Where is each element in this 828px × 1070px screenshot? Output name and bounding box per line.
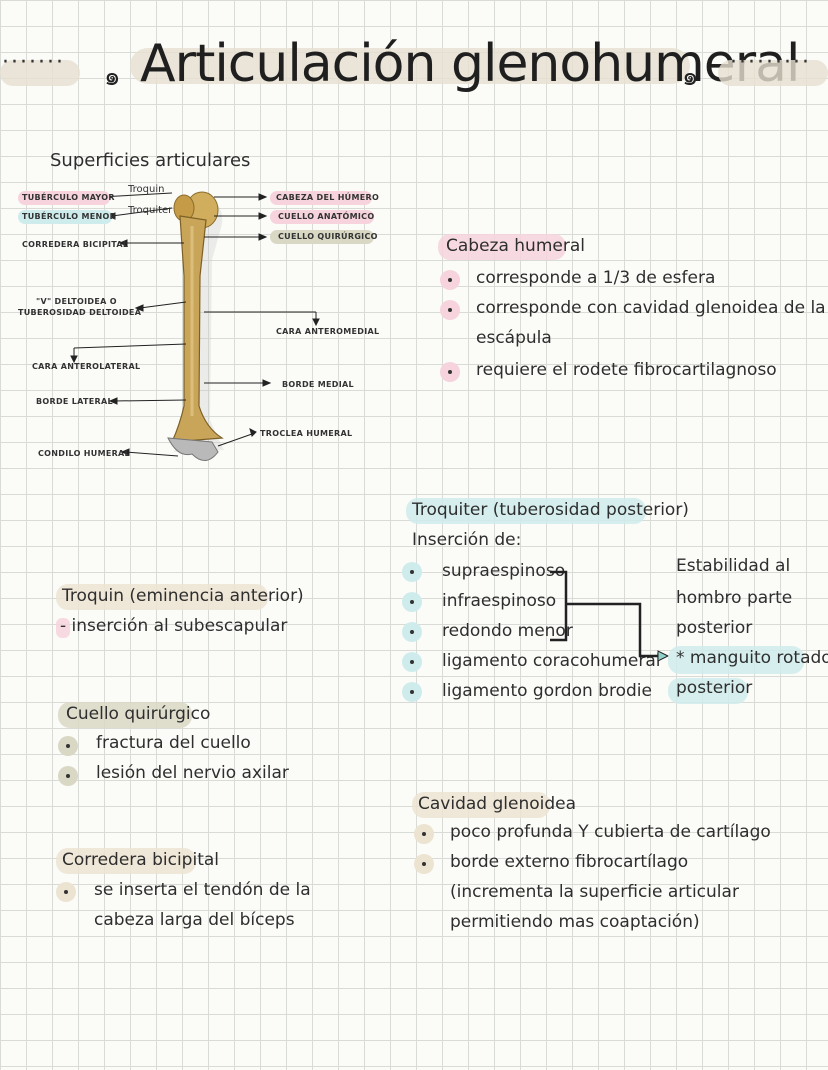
bullet bbox=[402, 682, 422, 702]
cabeza-humeral-heading: Cabeza humeral bbox=[446, 236, 585, 256]
side-note-line: posterior bbox=[676, 618, 753, 638]
dash-highlight bbox=[56, 618, 70, 638]
troquin-heading: Troquin (eminencia anterior) bbox=[62, 586, 304, 606]
corredera-heading: Corredera bicipital bbox=[62, 850, 220, 870]
label-cabeza-humero: CABEZA DEL HÚMERO bbox=[276, 193, 380, 202]
troquiter-subheading: Inserción de: bbox=[412, 530, 522, 550]
heading-highlight bbox=[438, 234, 566, 260]
side-note-line: posterior bbox=[676, 678, 753, 698]
label-borde-lateral: BORDE LATERAL bbox=[36, 397, 113, 406]
bullet bbox=[440, 362, 460, 382]
swirl-icon: ๑ bbox=[682, 62, 699, 92]
condyle bbox=[167, 437, 219, 461]
humeral-shaft bbox=[171, 215, 224, 443]
tag-cabeza-humero bbox=[270, 191, 372, 205]
cavidad-item: borde externo fibrocartílago bbox=[450, 852, 689, 872]
tag-cuello-quirurgico bbox=[270, 230, 374, 244]
side-note-line: * manguito rotador bbox=[676, 648, 828, 668]
bullet bbox=[402, 622, 422, 642]
cabeza-humeral-item: corresponde con cavidad glenoidea de la bbox=[476, 298, 826, 318]
label-v-deltoidea-1: "V" DELTOIDEA O bbox=[36, 297, 117, 306]
bullet bbox=[440, 300, 460, 320]
page-title: Articulación glenohumeral bbox=[140, 34, 800, 94]
label-cuello-quirurgico: CUELLO QUIRÚRGICO bbox=[278, 232, 378, 241]
tag-cuello-anatomico bbox=[270, 210, 374, 224]
label-cara-anterolateral: CARA ANTEROLATERAL bbox=[32, 362, 141, 371]
troquin-line: - inserción al subescapular bbox=[60, 616, 288, 636]
label-troquiter: Troquiter bbox=[128, 205, 173, 216]
bullet bbox=[414, 824, 434, 844]
troquiter-item: supraespinoso bbox=[442, 561, 566, 581]
title-left-band bbox=[0, 60, 80, 86]
corredera-item: cabeza larga del bíceps bbox=[94, 910, 295, 930]
swirl-icon: ๑ bbox=[104, 62, 121, 92]
bullet bbox=[414, 854, 434, 874]
troquiter-item: infraespinoso bbox=[442, 591, 557, 611]
bullet bbox=[56, 882, 76, 902]
tag-tuberculo-mayor bbox=[18, 191, 110, 205]
title-right-dots: ········· bbox=[730, 50, 811, 75]
troquiter-heading: Troquiter (tuberosidad posterior) bbox=[412, 500, 689, 520]
label-troclea-humeral: TROCLEA HUMERAL bbox=[260, 429, 353, 438]
bullet bbox=[402, 592, 422, 612]
bullet bbox=[402, 652, 422, 672]
note-highlight bbox=[668, 678, 748, 704]
bullet bbox=[440, 270, 460, 290]
label-cara-anteromedial: CARA ANTEROMEDIAL bbox=[276, 327, 380, 336]
troquiter-item: ligamento gordon brodie bbox=[442, 681, 652, 701]
cuello-quirurgico-item: lesión del nervio axilar bbox=[96, 763, 289, 783]
cavidad-item: permitiendo mas coaptación) bbox=[450, 912, 700, 932]
label-cuello-anatomico: CUELLO ANATÓMICO bbox=[278, 212, 375, 221]
title-highlight bbox=[130, 48, 690, 84]
diagram-heading: Superficies articulares bbox=[50, 150, 251, 171]
bracket-arrow bbox=[550, 570, 670, 662]
cuello-quirurgico-heading: Cuello quirúrgico bbox=[66, 704, 211, 724]
note-highlight bbox=[668, 646, 804, 674]
bullet bbox=[58, 766, 78, 786]
label-condilo-humeral: CONDILO HUMERAL bbox=[38, 449, 130, 458]
troquiter-item: redondo menor bbox=[442, 621, 573, 641]
tag-tuberculo-menor bbox=[18, 210, 112, 224]
label-tuberculo-menor: TUBÉRCULO MENOR bbox=[22, 212, 117, 221]
troquiter-item: ligamento coracohumeral bbox=[442, 651, 661, 671]
cabeza-humeral-item: requiere el rodete fibrocartilagnoso bbox=[476, 360, 777, 380]
heading-highlight bbox=[406, 498, 646, 524]
side-note-line: Estabilidad al bbox=[676, 556, 791, 576]
cuello-quirurgico-item: fractura del cuello bbox=[96, 733, 251, 753]
label-tuberculo-mayor: TUBÉRCULO MAYOR bbox=[22, 193, 115, 202]
title-left-dots: ······· bbox=[2, 50, 65, 75]
title-right-band bbox=[718, 60, 828, 86]
title-area: ······· ๑ Articulación glenohumeral ๑ ··… bbox=[0, 20, 828, 100]
label-borde-medial: BORDE MEDIAL bbox=[282, 380, 354, 389]
heading-highlight bbox=[56, 848, 196, 874]
bullet bbox=[402, 562, 422, 582]
cabeza-humeral-item: escápula bbox=[476, 328, 552, 348]
label-v-deltoidea-2: TUBEROSIDAD DELTOIDEA bbox=[18, 308, 142, 317]
cavidad-item: poco profunda Y cubierta de cartílago bbox=[450, 822, 771, 842]
cabeza-humeral-item: corresponde a 1/3 de esfera bbox=[476, 268, 716, 288]
heading-highlight bbox=[56, 584, 268, 610]
side-note-line: hombro parte bbox=[676, 588, 793, 608]
bullet bbox=[58, 736, 78, 756]
cavidad-item: (incrementa la superficie articular bbox=[450, 882, 739, 902]
label-corredera-bicipital: CORREDERA BICIPITAL bbox=[22, 240, 129, 249]
label-troquin: Troquin bbox=[128, 184, 165, 195]
cavidad-heading: Cavidad glenoidea bbox=[418, 794, 577, 814]
heading-highlight bbox=[58, 702, 192, 728]
heading-highlight bbox=[412, 792, 550, 818]
corredera-item: se inserta el tendón de la bbox=[94, 880, 311, 900]
